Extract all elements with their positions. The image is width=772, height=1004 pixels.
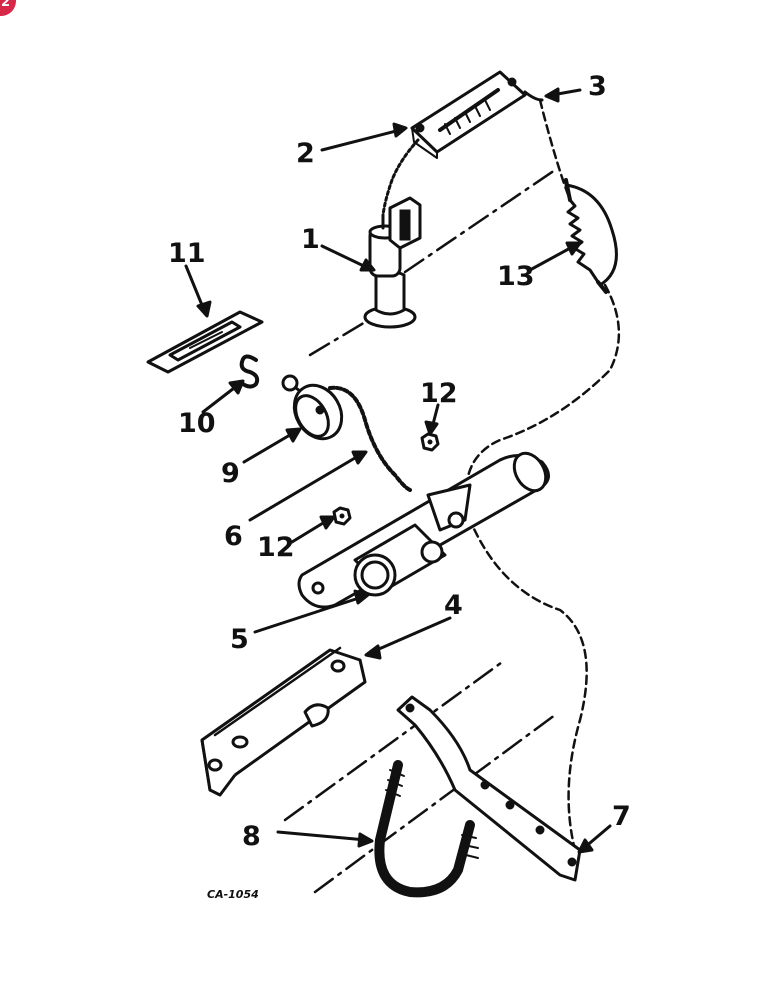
- assembly-line-3: [283, 658, 507, 822]
- assembly-line-1: [308, 316, 374, 357]
- part-8-u-bolt: [374, 760, 479, 898]
- page-badge-label: 2: [0, 0, 10, 10]
- callout-8: 8: [242, 821, 261, 852]
- callout-10: 10: [178, 408, 216, 439]
- part-5-tube: [297, 451, 550, 609]
- part-11-gasket: [146, 310, 264, 374]
- callout-12-upper: 12: [420, 378, 458, 409]
- callout-12-lower: 12: [257, 532, 295, 563]
- assembly-line-2: [403, 168, 557, 274]
- part-10-s-hook: [238, 354, 260, 389]
- part-13-spring: [564, 178, 618, 294]
- part-12-nut-lower: [332, 506, 352, 526]
- callout-11: 11: [168, 238, 206, 269]
- assembly-line-4: [313, 713, 557, 894]
- part-9-pulley: [281, 374, 344, 441]
- part-12-nut-upper: [420, 432, 440, 452]
- switch-chain: [381, 138, 420, 217]
- callout-2: 2: [296, 138, 315, 169]
- part-1-switch: [363, 196, 422, 329]
- part-6-chain: [328, 385, 412, 492]
- callout-7: 7: [612, 801, 631, 832]
- callout-1: 1: [301, 224, 320, 255]
- callout-4: 4: [444, 590, 463, 621]
- assembly-lines: [283, 168, 557, 894]
- callout-labels: 1 2 3 4 5 6 7 8 9 10 11 12 12 13 CA-1054: [168, 71, 631, 901]
- part-4-channel: [200, 646, 367, 797]
- callout-6: 6: [224, 521, 243, 552]
- leader-arrows: [184, 87, 612, 854]
- part-2-bracket: [410, 70, 544, 159]
- callout-5: 5: [230, 624, 249, 655]
- callout-3: 3: [588, 71, 607, 102]
- callout-13: 13: [497, 261, 535, 292]
- callout-9: 9: [221, 458, 240, 489]
- part-7-strap: [396, 695, 582, 882]
- drawing-code: CA-1054: [207, 888, 259, 901]
